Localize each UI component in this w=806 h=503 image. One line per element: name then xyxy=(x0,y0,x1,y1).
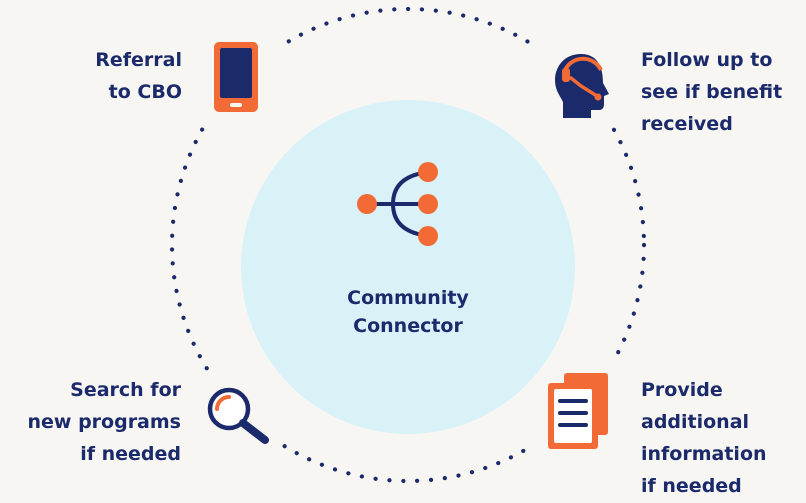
smartphone-icon xyxy=(214,42,258,112)
step-referral-line1: Referral xyxy=(95,49,182,71)
headset-agent-icon xyxy=(555,54,609,118)
step-followup-line1: Follow up to xyxy=(641,49,773,71)
center-label: Community Connector xyxy=(241,284,575,340)
step-provide-line2: additional xyxy=(641,411,750,433)
step-provide-line4: if needed xyxy=(641,475,742,497)
step-provide-line3: information xyxy=(641,443,767,465)
center-label-line2: Connector xyxy=(353,315,463,337)
step-search-label: Search for new programs if needed xyxy=(10,374,181,470)
magnifier-icon xyxy=(207,387,269,444)
step-search-line3: if needed xyxy=(80,443,181,465)
step-provide-label: Provide additional information if needed xyxy=(641,374,767,502)
step-search-line1: Search for xyxy=(70,379,181,401)
step-followup-line3: received xyxy=(641,113,733,135)
center-label-line1: Community xyxy=(347,287,469,309)
step-search-line2: new programs xyxy=(27,411,181,433)
step-followup-line2: see if benefit xyxy=(641,81,783,103)
step-followup-label: Follow up to see if benefit received xyxy=(641,44,782,140)
documents-icon xyxy=(548,373,608,449)
hub-branch-icon xyxy=(357,162,438,246)
center-circle xyxy=(241,100,575,434)
step-referral-label: Referral to CBO xyxy=(62,44,182,108)
step-referral-line2: to CBO xyxy=(108,81,182,103)
step-provide-line1: Provide xyxy=(641,379,723,401)
